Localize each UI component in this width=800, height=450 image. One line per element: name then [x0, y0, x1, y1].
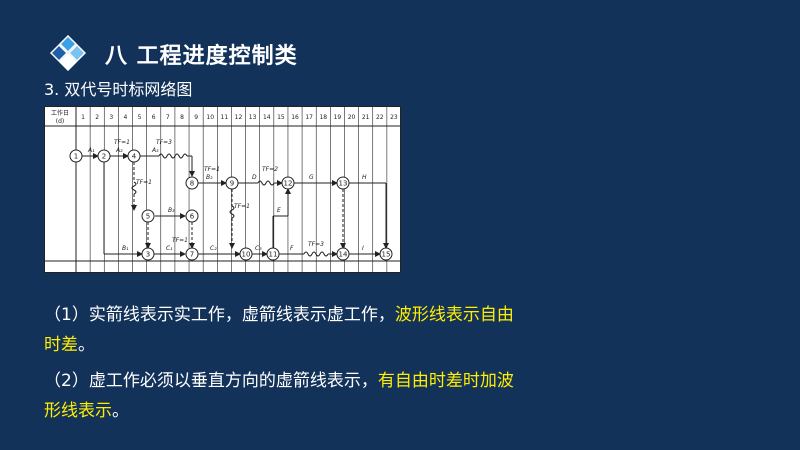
svg-text:6: 6	[190, 213, 195, 221]
label-TF1d: TF=1	[172, 237, 188, 244]
note-paragraph-2: （2）虚工作必须以垂直方向的虚箭线表示，有自由时差时加波形线表示。	[44, 366, 524, 426]
label-H: H	[362, 174, 367, 181]
note-paragraph-1: （1）实箭线表示实工作，虚箭线表示虚工作，波形线表示自由时差。	[44, 300, 524, 360]
note-1-end: 。	[78, 335, 95, 355]
note-1-text: （1）实箭线表示实工作，虚箭线表示虚工作，	[44, 305, 395, 325]
column-header: 20	[348, 114, 356, 121]
column-header: 9	[194, 114, 198, 121]
wave-4-5	[131, 181, 137, 195]
column-header: 11	[221, 114, 229, 121]
column-header: 19	[334, 114, 342, 121]
diamond-logo-icon	[50, 35, 86, 71]
wave-9-12	[257, 180, 275, 186]
svg-text:12: 12	[284, 180, 293, 188]
column-header: 15	[277, 114, 285, 121]
svg-text:1: 1	[74, 153, 78, 161]
section-subtitle: 3. 双代号时标网络图	[44, 80, 193, 99]
wave-11-14	[303, 251, 329, 257]
svg-text:8: 8	[190, 180, 194, 188]
label-A2: A₂	[115, 147, 123, 154]
label-TF1d-9: TF=1	[234, 203, 250, 210]
label-F: F	[290, 245, 294, 252]
label-C2: C₂	[210, 245, 217, 252]
column-header: 4	[124, 114, 128, 121]
node-10: 10	[239, 247, 253, 261]
svg-text:11: 11	[269, 251, 278, 259]
label-A1: A₁	[87, 147, 95, 154]
label-C1: C₁	[166, 245, 173, 252]
label-B3: B₃	[168, 207, 175, 214]
column-header: 8	[180, 114, 184, 121]
label-TF2: TF=2	[262, 166, 278, 173]
column-header: 18	[319, 114, 327, 121]
node-15: 15	[379, 247, 393, 261]
node-12: 12	[281, 176, 295, 190]
svg-text:3: 3	[146, 251, 150, 259]
page-title: 八 工程进度控制类	[105, 44, 298, 69]
note-1-highlight: 波形线表示自由时差	[44, 305, 514, 355]
wave-4-8	[158, 153, 188, 159]
label-I: I	[362, 245, 364, 252]
node-11: 11	[266, 247, 280, 261]
column-header: 21	[362, 114, 370, 121]
label-TF1b: TF=1	[136, 179, 152, 186]
node-5: 5	[141, 209, 155, 223]
node-13: 13	[336, 176, 350, 190]
node-9: 9	[225, 176, 239, 190]
column-header: 17	[305, 114, 313, 121]
label-B1: B₁	[122, 245, 129, 252]
node-2: 2	[97, 149, 111, 163]
svg-text:2: 2	[102, 153, 106, 161]
svg-text:15: 15	[382, 251, 391, 259]
node-8: 8	[185, 176, 199, 190]
column-header: 3	[109, 114, 113, 121]
node-4: 4	[127, 149, 141, 163]
note-2-text: （2）虚工作必须以垂直方向的虚箭线表示，	[44, 371, 378, 391]
note-2-highlight: 有自由时差时加波形线表示	[44, 371, 514, 421]
column-header: 10	[206, 114, 214, 121]
wave-9-10	[229, 205, 235, 219]
label-TF1c: TF=1	[204, 166, 220, 173]
column-header: 1	[81, 114, 85, 121]
label-TF3b: TF=3	[308, 241, 324, 248]
svg-text:5: 5	[146, 213, 150, 221]
column-header: 13	[249, 114, 257, 121]
label-D: D	[252, 174, 257, 181]
column-header: 7	[166, 114, 170, 121]
label-A3: A₃	[151, 147, 159, 154]
label-B2: B₂	[206, 174, 213, 181]
svg-text:4: 4	[132, 153, 137, 161]
node-3: 3	[141, 247, 155, 261]
node-1: 1	[69, 149, 83, 163]
svg-text:10: 10	[242, 251, 251, 259]
svg-text:9: 9	[230, 180, 234, 188]
column-header: 12	[235, 114, 243, 121]
label-G: G	[309, 174, 314, 181]
corner-label-bottom: (d)	[56, 118, 65, 125]
column-header: 14	[263, 114, 271, 121]
column-header: 6	[152, 114, 156, 121]
svg-text:7: 7	[190, 251, 194, 259]
corner-label-top: 工作日	[51, 109, 69, 117]
note-2-end: 。	[112, 401, 129, 421]
column-header: 5	[138, 114, 142, 121]
svg-text:13: 13	[339, 180, 348, 188]
label-E: E	[277, 207, 281, 214]
column-header: 16	[291, 114, 299, 121]
label-TF1a: TF=1	[114, 139, 130, 146]
node-14: 14	[336, 247, 350, 261]
node-6: 6	[185, 209, 199, 223]
column-header: 23	[390, 114, 398, 121]
column-header: 2	[95, 114, 99, 121]
label-TF3a: TF=3	[156, 139, 172, 146]
label-C3: C₃	[255, 245, 262, 252]
svg-text:14: 14	[339, 251, 348, 259]
column-header: 22	[376, 114, 384, 121]
node-7: 7	[185, 247, 199, 261]
